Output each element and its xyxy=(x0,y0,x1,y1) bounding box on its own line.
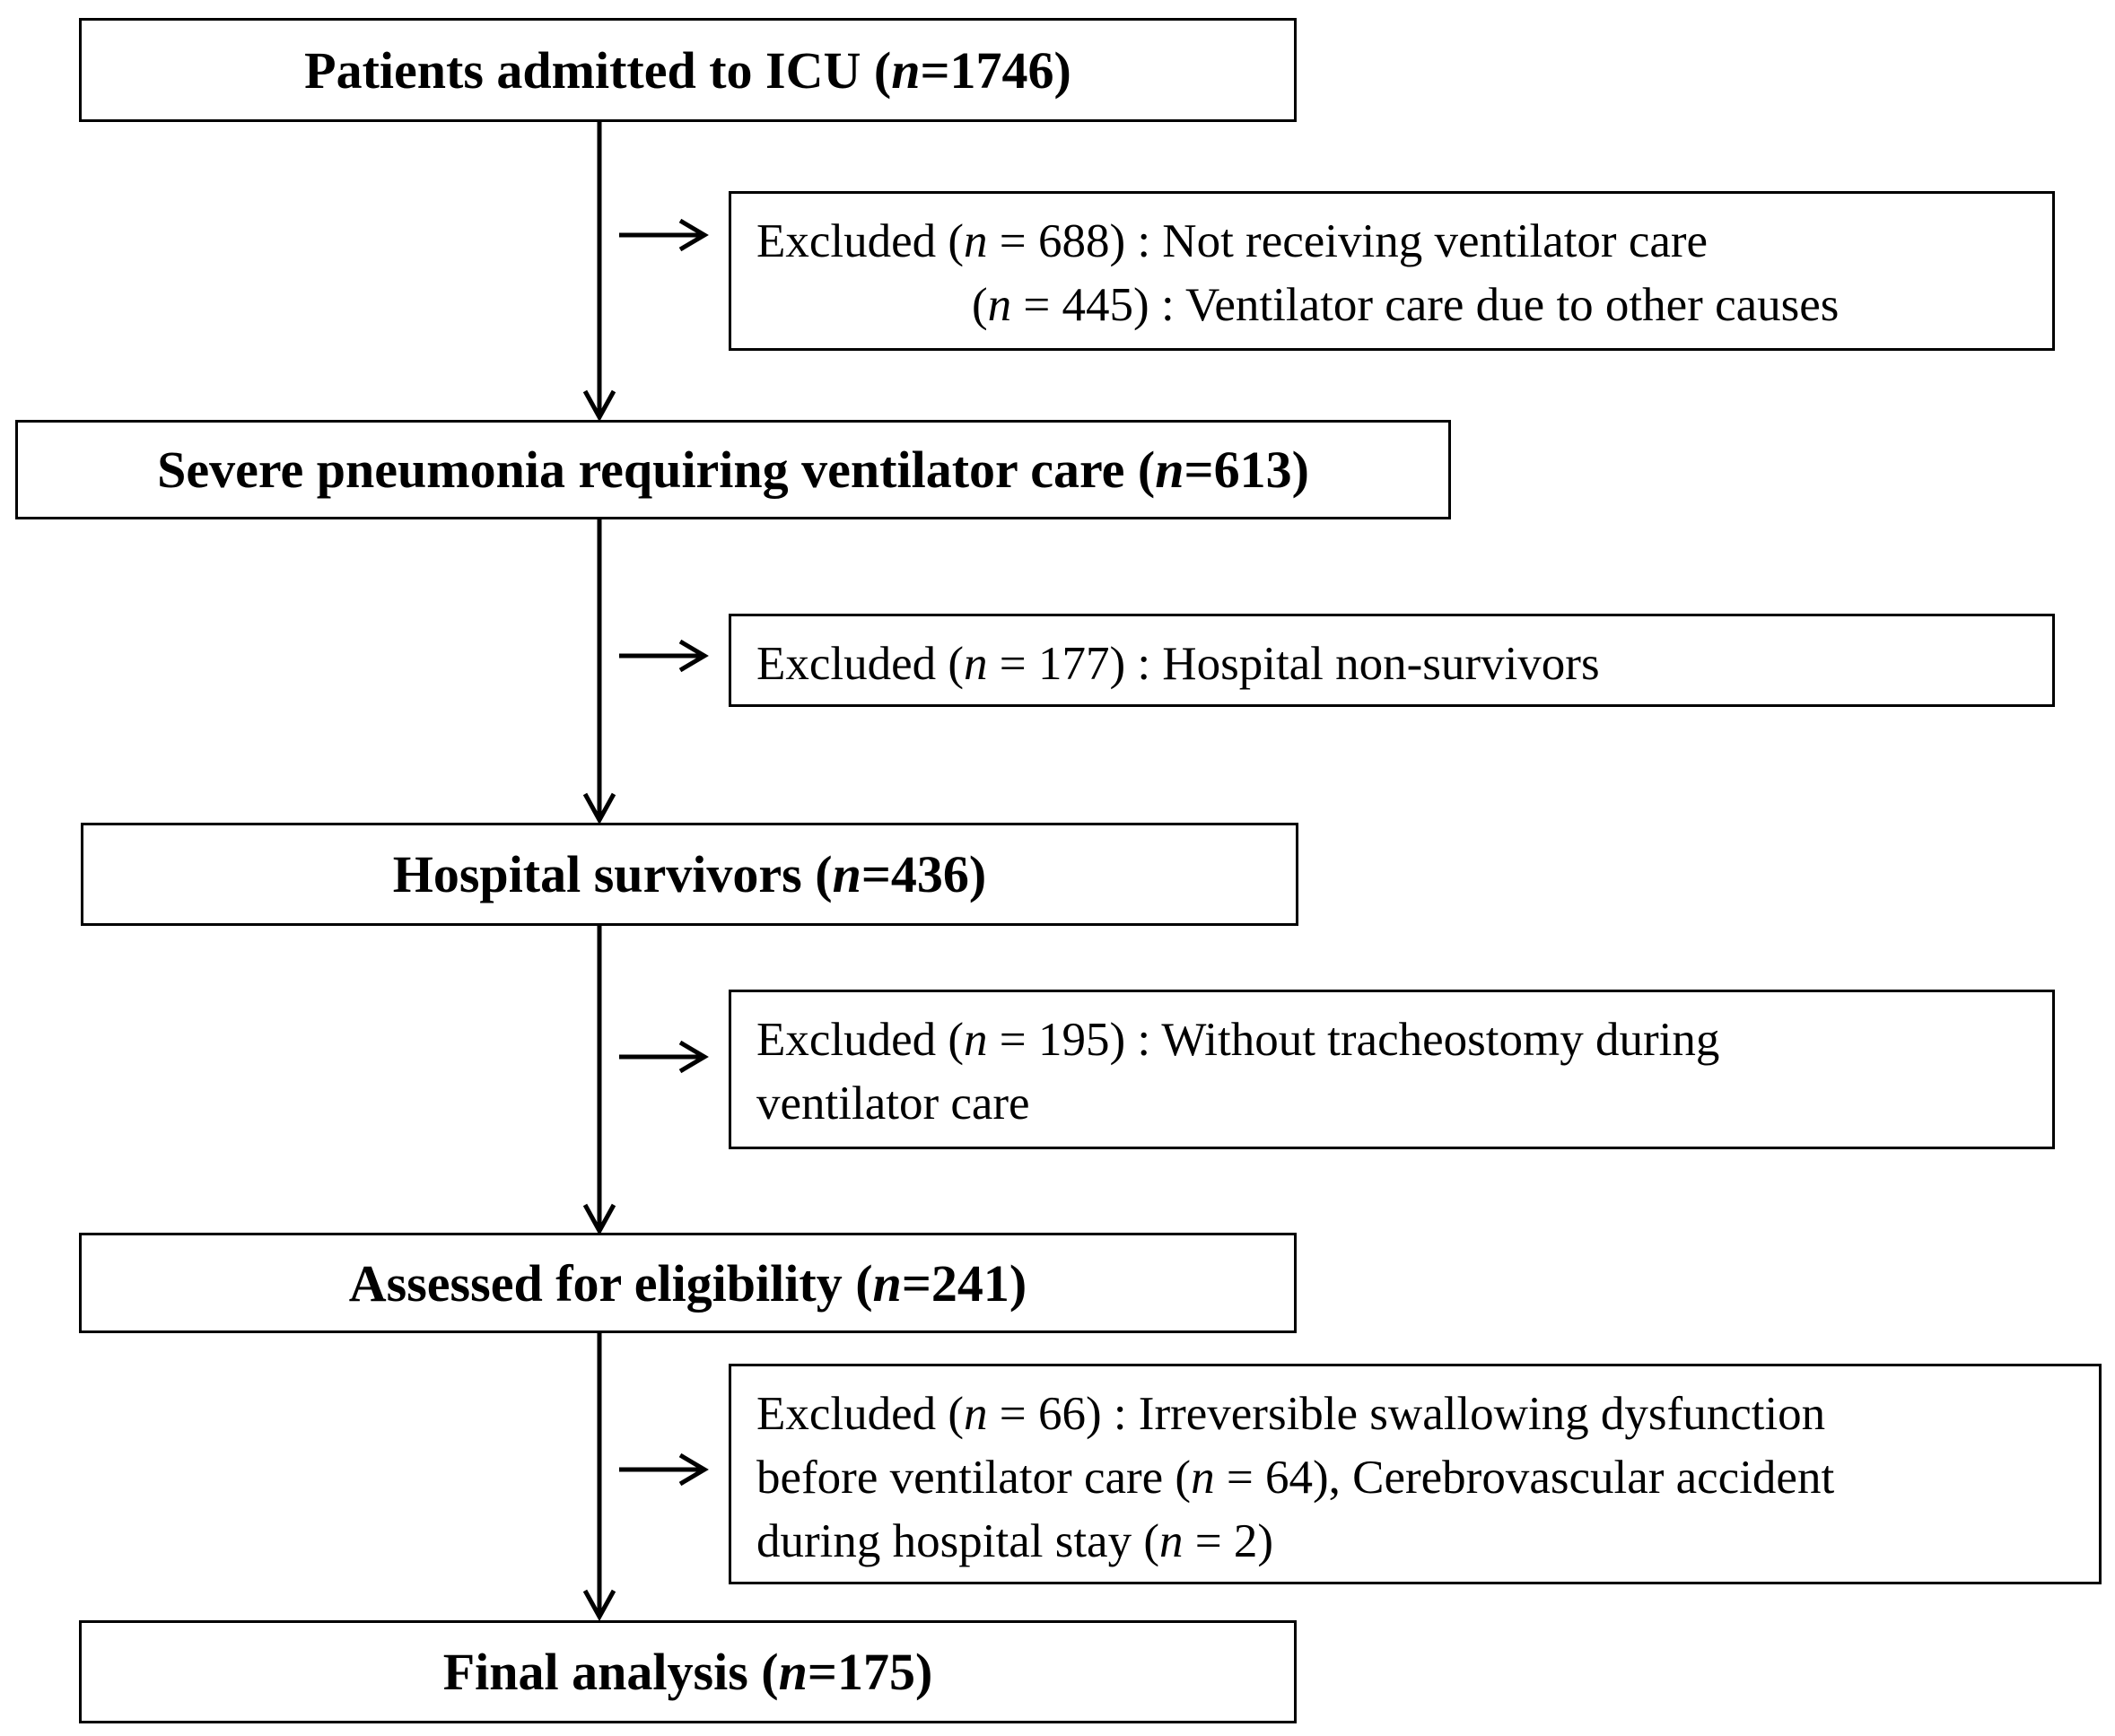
step-box-assessed: Assessed for eligibility (n = 241) xyxy=(79,1233,1297,1333)
exclusion-line: Excluded (n = 66) : Irreversible swallow… xyxy=(756,1383,2099,1446)
equals-sign: = xyxy=(1214,1452,1265,1504)
step-label: Final analysis xyxy=(442,1643,748,1701)
exclusion-line: Excluded (n = 688) : Not receiving venti… xyxy=(756,210,2052,274)
exclusion-prefix: Excluded ( xyxy=(756,1014,965,1066)
n-symbol: n xyxy=(891,40,921,100)
n-symbol: n xyxy=(1155,441,1184,499)
step-count: 241 xyxy=(931,1253,1009,1313)
n-symbol: n xyxy=(964,215,988,267)
step-label: Hospital survivors xyxy=(392,845,802,903)
exclusion-count: 64 xyxy=(1264,1452,1313,1504)
equals-sign: = xyxy=(807,1643,837,1701)
exclusion-reason: during hospital stay ( xyxy=(756,1515,1159,1567)
exclusion-count: 66 xyxy=(1037,1388,1086,1440)
exclusion-reason: ) : Not receiving ventilator care xyxy=(1109,215,1709,267)
exclusion-reason: ) : Hospital non-survivors xyxy=(1109,638,1600,690)
exclusion-line: ventilator care xyxy=(756,1072,2052,1136)
step-label: Severe pneumonia requiring ventilator ca… xyxy=(157,441,1125,499)
exclusion-reason: ) : Without tracheostomy during xyxy=(1109,1014,1720,1066)
step-box-final-analysis: Final analysis (n = 175) xyxy=(79,1620,1297,1723)
exclusion-line: Excluded (n = 177) : Hospital non-surviv… xyxy=(756,632,2052,696)
equals-sign: = xyxy=(1011,279,1062,331)
step-box-admitted: Patients admitted to ICU (n = 1746) xyxy=(79,18,1297,122)
exclusion-box-4: Excluded (n = 66) : Irreversible swallow… xyxy=(729,1364,2102,1584)
side-arrowhead-1 xyxy=(678,218,709,252)
n-symbol: n xyxy=(1158,1515,1184,1567)
exclusion-prefix: Excluded ( xyxy=(756,215,965,267)
main-arrowhead-1 xyxy=(582,389,616,423)
n-symbol: n xyxy=(964,1014,988,1066)
exclusion-line: before ventilator care (n = 64), Cerebro… xyxy=(756,1446,2099,1510)
equals-sign: = xyxy=(1184,441,1214,499)
exclusion-count: 445 xyxy=(1062,279,1134,331)
exclusion-count: 2 xyxy=(1233,1515,1258,1567)
step-box-severe-pneumonia: Severe pneumonia requiring ventilator ca… xyxy=(15,420,1451,519)
main-arrowhead-3 xyxy=(582,1203,616,1236)
equals-sign: = xyxy=(901,1253,931,1313)
exclusion-reason: before ventilator care ( xyxy=(756,1452,1192,1504)
equals-sign: = xyxy=(987,1388,1038,1440)
n-symbol: n xyxy=(964,638,988,690)
exclusion-suffix: ) xyxy=(1257,1515,1274,1567)
exclusion-line: during hospital stay (n = 2) xyxy=(756,1510,2099,1574)
equals-sign: = xyxy=(861,845,891,903)
exclusion-suffix: ), Cerebrovascular accident xyxy=(1312,1452,1835,1504)
side-arrowhead-3 xyxy=(678,1040,709,1074)
exclusion-line: (n = 445) : Ventilator care due to other… xyxy=(756,274,2052,337)
equals-sign: = xyxy=(1183,1515,1234,1567)
exclusion-box-1: Excluded (n = 688) : Not receiving venti… xyxy=(729,191,2055,351)
step-count: 175 xyxy=(836,1643,915,1701)
exclusion-reason: ) : Irreversible swallowing dysfunction xyxy=(1085,1388,1826,1440)
exclusion-box-3: Excluded (n = 195) : Without tracheostom… xyxy=(729,990,2055,1149)
n-symbol: n xyxy=(872,1253,902,1313)
exclusion-count: 177 xyxy=(1037,638,1110,690)
exclusion-count: 195 xyxy=(1037,1014,1110,1066)
step-count: 613 xyxy=(1213,441,1292,499)
n-symbol: n xyxy=(987,279,1012,331)
exclusion-reason: ) : Ventilator care due to other causes xyxy=(1133,279,1840,331)
side-arrowhead-4 xyxy=(678,1452,709,1487)
step-label: Assessed for eligibility xyxy=(348,1253,843,1313)
exclusion-count: 688 xyxy=(1037,215,1110,267)
equals-sign: = xyxy=(987,1014,1038,1066)
main-arrowhead-2 xyxy=(582,792,616,825)
step-box-hospital-survivors: Hospital survivors (n = 436) xyxy=(81,823,1298,926)
exclusion-prefix: ( xyxy=(972,279,988,331)
step-count: 1746 xyxy=(949,40,1054,100)
equals-sign: = xyxy=(987,638,1038,690)
exclusion-line: Excluded (n = 195) : Without tracheostom… xyxy=(756,1008,2052,1072)
exclusion-box-2: Excluded (n = 177) : Hospital non-surviv… xyxy=(729,614,2055,707)
exclusion-reason: ventilator care xyxy=(756,1077,1030,1130)
n-symbol: n xyxy=(1191,1452,1215,1504)
n-symbol: n xyxy=(778,1643,808,1701)
exclusion-prefix: Excluded ( xyxy=(756,638,965,690)
n-symbol: n xyxy=(964,1388,988,1440)
n-symbol: n xyxy=(832,845,861,903)
side-arrowhead-2 xyxy=(678,639,709,673)
exclusion-prefix: Excluded ( xyxy=(756,1388,965,1440)
equals-sign: = xyxy=(987,215,1038,267)
equals-sign: = xyxy=(920,40,950,100)
step-count: 436 xyxy=(890,845,969,903)
step-label: Patients admitted to ICU xyxy=(304,40,861,100)
main-arrowhead-4 xyxy=(582,1589,616,1622)
